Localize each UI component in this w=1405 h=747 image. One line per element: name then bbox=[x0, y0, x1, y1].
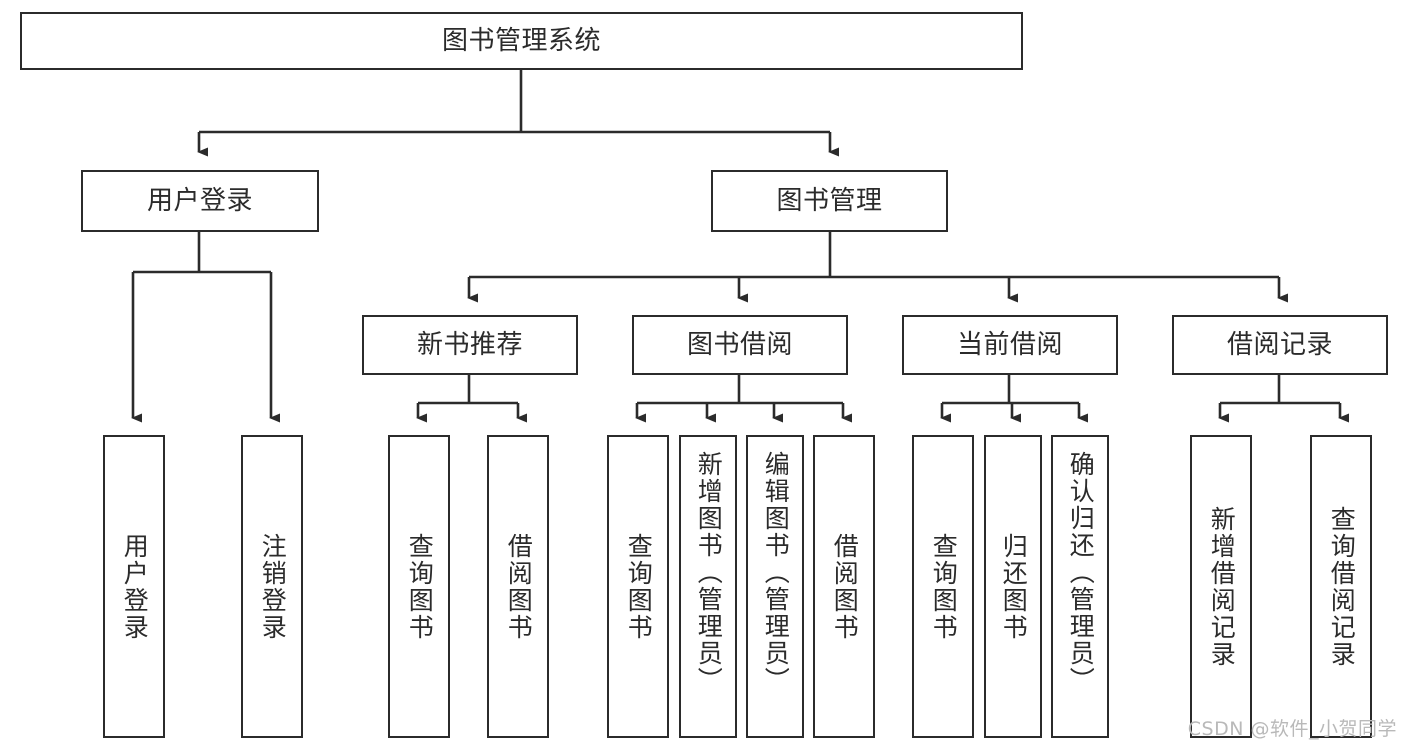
node-book-management-label: 图书管理 bbox=[776, 185, 883, 216]
node-leaf-user-logout[interactable]: 注销登录 bbox=[241, 435, 303, 738]
node-leaf-edit-book-admin-label: 编辑图书（管理员） bbox=[761, 451, 791, 694]
node-leaf-borrow-books-recommend-label: 借阅图书 bbox=[504, 532, 534, 641]
node-leaf-borrow-books-recommend[interactable]: 借阅图书 bbox=[487, 435, 549, 738]
node-new-book-recommend[interactable]: 新书推荐 bbox=[362, 315, 578, 375]
node-user-login-label: 用户登录 bbox=[146, 185, 253, 216]
node-leaf-confirm-return-admin[interactable]: 确认归还（管理员） bbox=[1051, 435, 1109, 738]
node-borrow-records-label: 借阅记录 bbox=[1226, 329, 1333, 360]
node-leaf-borrow-books-borrow[interactable]: 借阅图书 bbox=[813, 435, 875, 738]
node-borrow-records[interactable]: 借阅记录 bbox=[1172, 315, 1388, 375]
node-leaf-query-books-recommend-label: 查询图书 bbox=[405, 532, 435, 641]
node-book-management[interactable]: 图书管理 bbox=[711, 170, 948, 232]
node-leaf-add-book-admin-label: 新增图书（管理员） bbox=[694, 451, 724, 694]
node-leaf-query-books-borrow[interactable]: 查询图书 bbox=[607, 435, 669, 738]
node-root[interactable]: 图书管理系统 bbox=[20, 12, 1023, 70]
node-leaf-query-books-borrow-label: 查询图书 bbox=[624, 532, 654, 641]
node-leaf-query-borrow-record-label: 查询借阅记录 bbox=[1327, 505, 1357, 668]
node-leaf-add-borrow-record[interactable]: 新增借阅记录 bbox=[1190, 435, 1252, 738]
node-leaf-user-login[interactable]: 用户登录 bbox=[103, 435, 165, 738]
node-leaf-return-books-label: 归还图书 bbox=[999, 532, 1029, 641]
node-leaf-query-books-current-label: 查询图书 bbox=[929, 532, 959, 641]
node-leaf-user-login-label: 用户登录 bbox=[120, 532, 150, 641]
node-leaf-borrow-books-borrow-label: 借阅图书 bbox=[830, 532, 860, 641]
node-leaf-query-borrow-record[interactable]: 查询借阅记录 bbox=[1310, 435, 1372, 738]
node-leaf-add-borrow-record-label: 新增借阅记录 bbox=[1207, 505, 1237, 668]
csdn-watermark: CSDN @软件_小贺同学 bbox=[1187, 718, 1397, 740]
node-root-label: 图书管理系统 bbox=[441, 25, 601, 56]
node-new-book-recommend-label: 新书推荐 bbox=[416, 329, 523, 360]
node-leaf-user-logout-label: 注销登录 bbox=[258, 532, 288, 641]
node-leaf-edit-book-admin[interactable]: 编辑图书（管理员） bbox=[746, 435, 804, 738]
node-leaf-confirm-return-admin-label: 确认归还（管理员） bbox=[1066, 451, 1096, 694]
node-leaf-add-book-admin[interactable]: 新增图书（管理员） bbox=[679, 435, 737, 738]
node-user-login[interactable]: 用户登录 bbox=[81, 170, 319, 232]
node-book-borrow-label: 图书借阅 bbox=[686, 329, 793, 360]
node-leaf-query-books-recommend[interactable]: 查询图书 bbox=[388, 435, 450, 738]
node-leaf-query-books-current[interactable]: 查询图书 bbox=[912, 435, 974, 738]
node-book-borrow[interactable]: 图书借阅 bbox=[632, 315, 848, 375]
node-current-borrow[interactable]: 当前借阅 bbox=[902, 315, 1118, 375]
node-leaf-return-books[interactable]: 归还图书 bbox=[984, 435, 1042, 738]
node-current-borrow-label: 当前借阅 bbox=[956, 329, 1063, 360]
